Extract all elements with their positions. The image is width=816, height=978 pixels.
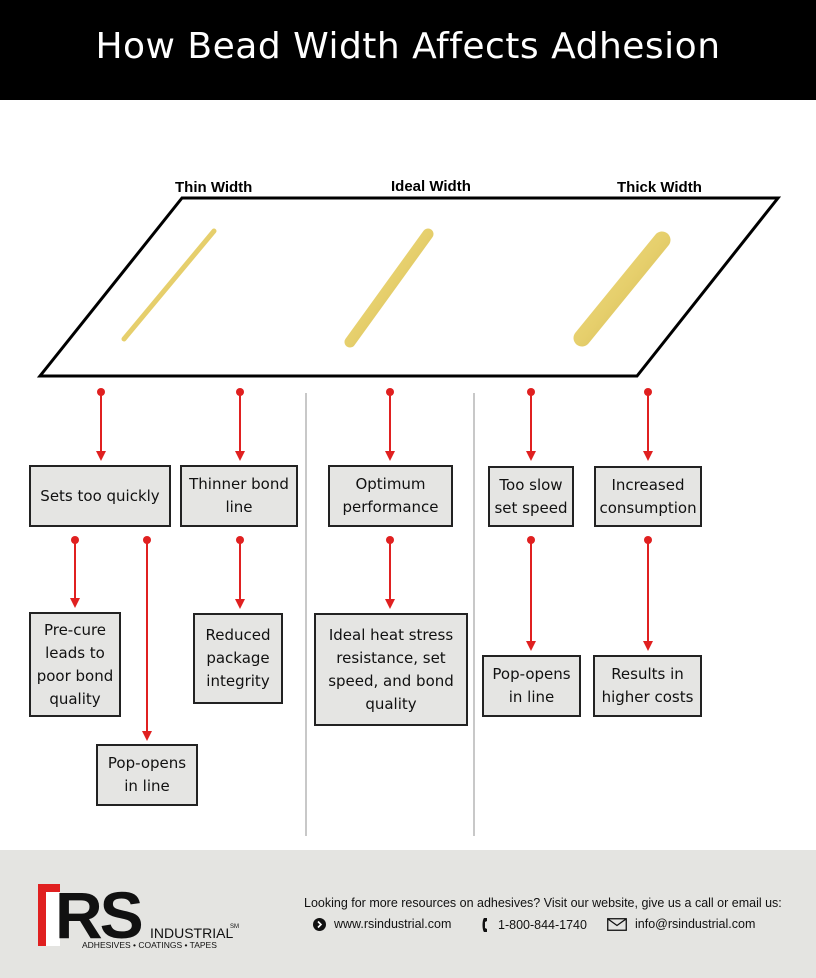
arrow-circle-icon xyxy=(313,917,326,931)
box-popopens-thick: Pop-opens in line xyxy=(482,655,581,717)
phone-link[interactable]: 1-800-844-1740 xyxy=(481,917,587,933)
box-optimum-performance: Optimum performance xyxy=(328,465,453,527)
footer-cta: Looking for more resources on adhesives?… xyxy=(304,896,782,910)
envelope-icon xyxy=(607,917,627,931)
column-label-ideal: Ideal Width xyxy=(391,178,471,195)
bead-thin xyxy=(121,228,217,342)
bead-thick xyxy=(573,231,671,347)
email-link[interactable]: info@rsindustrial.com xyxy=(607,917,755,931)
box-increased-consumption: Increased consumption xyxy=(594,466,702,527)
arrow-7 xyxy=(142,536,152,741)
phone-text: 1-800-844-1740 xyxy=(498,918,587,932)
website-link[interactable]: www.rsindustrial.com xyxy=(313,917,451,931)
box-ideal-heat-stress: Ideal heat stress resistance, set speed,… xyxy=(314,613,468,726)
column-label-thick: Thick Width xyxy=(617,179,702,196)
arrow-2 xyxy=(235,388,245,461)
arrows xyxy=(70,388,653,741)
page-title: How Bead Width Affects Adhesion xyxy=(95,26,721,67)
arrow-1 xyxy=(96,388,106,461)
column-label-thin: Thin Width xyxy=(175,179,253,196)
box-higher-costs: Results in higher costs xyxy=(593,655,702,717)
diagram-canvas xyxy=(36,196,782,836)
logo-white-cut xyxy=(46,892,60,946)
arrow-5 xyxy=(643,388,653,461)
arrow-9 xyxy=(385,536,395,609)
rs-industrial-logo[interactable]: RS INDUSTRIAL SM ADHESIVES • COATINGS • … xyxy=(38,882,248,952)
box-thinner-bond-line: Thinner bond line xyxy=(180,465,298,527)
footer: RS INDUSTRIAL SM ADHESIVES • COATINGS • … xyxy=(0,850,816,978)
header-bar: How Bead Width Affects Adhesion xyxy=(0,0,816,100)
arrow-11 xyxy=(643,536,653,651)
box-reduced-integrity: Reduced package integrity xyxy=(193,613,283,704)
arrow-10 xyxy=(526,536,536,651)
substrate-panel xyxy=(36,196,782,378)
logo-industrial: INDUSTRIAL xyxy=(150,925,233,941)
box-popopens-thin: Pop-opens in line xyxy=(96,744,198,806)
box-too-slow: Too slow set speed xyxy=(488,466,574,527)
arrow-4 xyxy=(526,388,536,461)
phone-icon xyxy=(482,918,487,932)
logo-sm: SM xyxy=(230,924,239,930)
box-sets-too-quickly: Sets too quickly xyxy=(29,465,171,527)
logo-rs: RS xyxy=(55,882,142,952)
arrow-6 xyxy=(70,536,80,608)
bead-ideal xyxy=(344,228,434,348)
arrow-8 xyxy=(235,536,245,609)
arrow-3 xyxy=(385,388,395,461)
box-precure-poor-bond: Pre-cure leads to poor bond quality xyxy=(29,612,121,717)
email-text: info@rsindustrial.com xyxy=(635,917,756,931)
website-text: www.rsindustrial.com xyxy=(334,917,452,931)
logo-tagline: ADHESIVES • COATINGS • TAPES xyxy=(82,940,217,950)
